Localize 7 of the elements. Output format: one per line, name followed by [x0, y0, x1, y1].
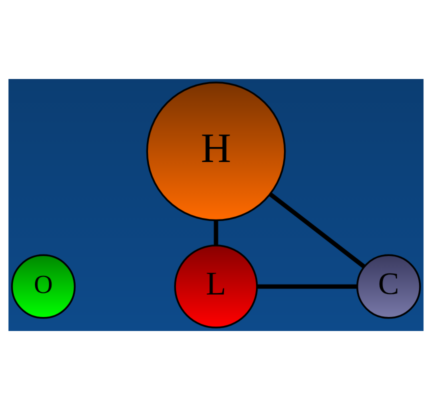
connector [268, 192, 366, 268]
node-circle: L [174, 244, 258, 328]
node-circle: O [11, 254, 76, 319]
node-circle: H [146, 82, 286, 222]
connector [257, 284, 358, 289]
connector [214, 220, 218, 246]
node-circle: C [356, 254, 421, 319]
